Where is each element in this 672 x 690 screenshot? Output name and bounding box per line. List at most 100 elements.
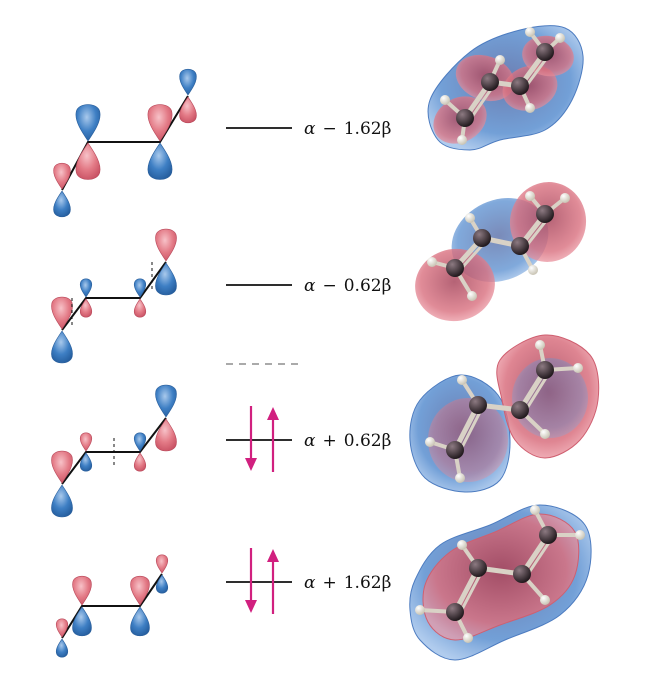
carbon-skeleton	[61, 95, 189, 191]
p-orbital-lobe-icon	[155, 418, 177, 452]
carbon-atom	[536, 205, 554, 223]
butadiene-orbital-surface-icon	[409, 504, 592, 661]
alpha-symbol: α	[304, 276, 316, 296]
p-orbital-lobe-icon	[51, 296, 73, 330]
up-down-arrow-pair-icon	[245, 548, 279, 614]
coefficient: 0.62β	[344, 276, 392, 296]
ball-and-stick-skeleton	[440, 27, 565, 145]
hydrogen-atom	[530, 505, 540, 515]
p-orbital-lobe-icon	[53, 190, 71, 218]
p-orbital-lobe-icon	[53, 162, 71, 190]
butadiene-orbital-surface-icon	[427, 25, 584, 151]
energy-level-label: α−0.62β	[304, 276, 391, 296]
carbon-atom	[473, 229, 491, 247]
hydrogen-atom	[575, 530, 585, 540]
energy-level-label: α−1.62β	[304, 119, 391, 139]
carbon-atom	[446, 259, 464, 277]
carbon-atom	[446, 441, 464, 459]
butadiene-orbital-surface-icon	[409, 334, 600, 493]
p-orbital-lobe-icon	[75, 104, 101, 142]
p-orbital-lobe-icon	[55, 618, 69, 638]
p-orbital-lobe-icon	[79, 432, 93, 452]
p-orbital-lobe-icon	[130, 575, 150, 606]
carbon-atom	[536, 361, 554, 379]
hydrogen-atom	[463, 633, 473, 643]
hydrogen-atom	[457, 540, 467, 550]
energy-level-label: α +1.62β	[304, 573, 391, 593]
carbon-skeleton	[61, 573, 163, 639]
hydrogen-atom	[440, 95, 450, 105]
coefficient: 1.62β	[344, 119, 392, 139]
orbital-surface	[428, 398, 508, 482]
operator-symbol: −	[322, 119, 336, 139]
p-orbital-lobe-icon	[130, 606, 150, 637]
alpha-symbol: α	[304, 431, 316, 451]
hydrogen-atom	[455, 473, 465, 483]
p-orbital-lobe-icon	[179, 68, 197, 96]
hydrogen-atom	[495, 55, 505, 65]
p-orbital-lobe-icon	[79, 298, 93, 318]
hydrogen-atom	[540, 595, 550, 605]
carbon-atom	[469, 396, 487, 414]
energy-level-psi3: α−0.62β	[226, 276, 391, 296]
ball-and-stick-skeleton	[425, 340, 583, 483]
p-orbital-lobe-icon	[155, 228, 177, 262]
p-orbital-lobe-icon	[55, 638, 69, 658]
carbon-atom	[469, 559, 487, 577]
hydrogen-atom	[528, 265, 538, 275]
alpha-symbol: α	[304, 573, 316, 593]
energy-level-psi4: α−1.62β	[226, 119, 391, 139]
operator-symbol: +	[322, 573, 336, 593]
p-orbital-lobe-icon	[179, 96, 197, 124]
p-orbital-lobe-icon	[133, 432, 147, 452]
ball-and-stick-skeleton	[427, 191, 570, 301]
hydrogen-atom	[427, 257, 437, 267]
p-orbital-lobe-icon	[75, 142, 101, 180]
hydrogen-atom	[525, 103, 535, 113]
molecular-models	[409, 25, 600, 661]
orbital-row-psi4	[53, 68, 197, 218]
carbon-atom	[511, 237, 529, 255]
carbon-skeleton	[61, 261, 167, 331]
alpha-symbol: α	[304, 119, 316, 139]
carbon-atom	[481, 73, 499, 91]
hydrogen-atom	[465, 213, 475, 223]
carbon-atom	[456, 109, 474, 127]
p-orbital-lobe-icon	[79, 452, 93, 472]
hydrogen-atom	[467, 291, 477, 301]
p-orbital-lobe-icon	[155, 262, 177, 296]
p-orbital-lobe-icon	[72, 606, 92, 637]
carbon-atom	[536, 43, 554, 61]
hydrogen-atom	[573, 363, 583, 373]
hydrogen-atom	[525, 191, 535, 201]
orbital-surface	[502, 65, 558, 111]
hydrogen-atom	[555, 33, 565, 43]
p-orbital-lobe-icon	[133, 278, 147, 298]
p-orbital-lobe-icon	[51, 330, 73, 364]
p-orbital-lobe-icon	[133, 452, 147, 472]
carbon-atom	[539, 526, 557, 544]
energy-level-label: α +0.62β	[304, 431, 391, 451]
p-orbital-lobe-icon	[72, 575, 92, 606]
butadiene-orbital-surface-icon	[415, 182, 587, 322]
carbon-atom	[511, 401, 529, 419]
coefficient: 1.62β	[344, 573, 392, 593]
carbon-atom	[446, 603, 464, 621]
carbon-skeleton	[61, 417, 167, 485]
operator-symbol: −	[322, 276, 336, 296]
coefficient: 0.62β	[344, 431, 392, 451]
hydrogen-atom	[457, 135, 467, 145]
orbital-row-psi2	[51, 384, 177, 518]
p-orbital-lobe-icon	[133, 298, 147, 318]
hydrogen-atom	[535, 340, 545, 350]
hydrogen-atom	[457, 375, 467, 385]
p-orbital-lobe-icon	[155, 384, 177, 418]
p-orbital-lobe-icon	[51, 450, 73, 484]
up-down-arrow-pair-icon	[245, 406, 279, 472]
operator-symbol: +	[322, 431, 336, 451]
orbital-drawings	[51, 68, 197, 658]
orbital-surface	[415, 248, 495, 322]
carbon-atom	[511, 77, 529, 95]
p-orbital-lobe-icon	[147, 142, 173, 180]
